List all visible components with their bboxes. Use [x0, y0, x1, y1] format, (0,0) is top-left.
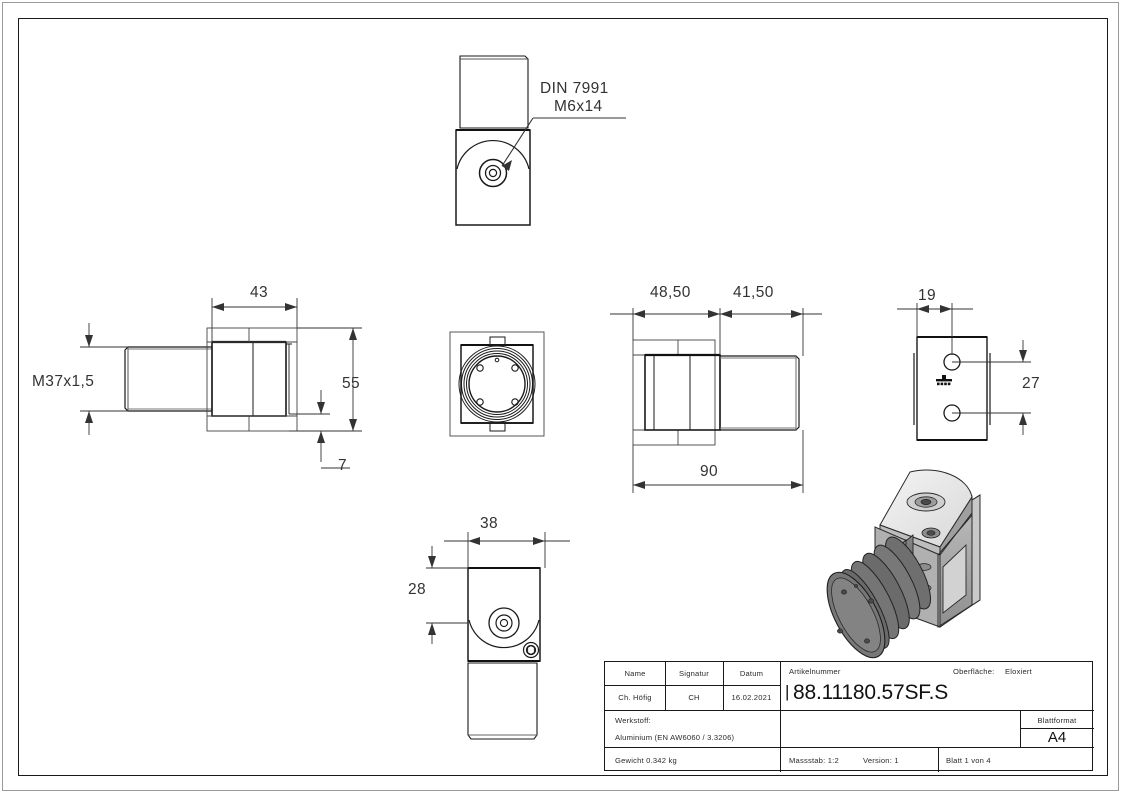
dim-55: 55 — [342, 375, 361, 392]
view-top — [430, 40, 680, 240]
dim-27: 27 — [1022, 375, 1041, 392]
label-oberflaeche: Oberfläche: — [953, 666, 995, 676]
view-bottom — [400, 510, 600, 770]
th-name: Name — [624, 669, 646, 678]
leader-arrow — [502, 160, 512, 171]
value-werkstoff: Aluminium (EN AW6060 / 3.3206) — [615, 732, 735, 742]
td-signatur: CH — [688, 693, 700, 702]
dim-7: 7 — [338, 457, 348, 474]
value-blattformat: A4 — [1047, 729, 1067, 746]
dim-38: 38 — [480, 515, 499, 532]
view-right-plate — [895, 285, 1070, 460]
td-name: Ch. Höfig — [618, 693, 652, 702]
manufacturer-stamp-icon — [935, 375, 953, 388]
view-left-side — [40, 290, 380, 500]
label-artikelnummer: Artikelnummer — [789, 666, 841, 676]
dim-41-50: 41,50 — [733, 284, 774, 301]
label-blattformat: Blattformat — [1037, 715, 1077, 725]
artikelnummer-value: 88.11180.57SF.S — [793, 681, 949, 704]
screw-callout-line1: DIN 7991 — [540, 80, 609, 97]
dim-thread-m37: M37x1,5 — [32, 373, 95, 390]
dim-28: 28 — [408, 581, 427, 598]
label-werkstoff: Werkstoff: — [615, 715, 651, 725]
view-front-side — [600, 288, 830, 508]
drawing-frame — [18, 18, 1108, 776]
dim-43: 43 — [250, 284, 269, 301]
value-oberflaeche: Eloxiert — [1005, 666, 1032, 676]
screw-callout-line2: M6x14 — [554, 97, 603, 115]
screw-callout: DIN 7991 M6x14 — [540, 80, 670, 116]
dim-48-50: 48,50 — [650, 284, 691, 301]
th-datum: Datum — [739, 669, 764, 678]
dim-90: 90 — [700, 463, 719, 480]
value-gewicht: Gewicht 0.342 kg — [615, 755, 677, 765]
view-front-circular — [432, 312, 572, 452]
artikelnummer-tick: | — [785, 682, 790, 701]
dim-19: 19 — [918, 287, 937, 304]
value-version: Version: 1 — [863, 755, 899, 765]
value-massstab: Massstab: 1:2 — [789, 755, 839, 765]
title-block: Name Signatur Datum Ch. Höfig CH 16.02.2… — [604, 661, 1094, 772]
view-isometric-3d — [820, 455, 1055, 665]
value-blatt: Blatt 1 von 4 — [946, 755, 991, 765]
td-datum: 16.02.2021 — [731, 693, 772, 702]
th-signatur: Signatur — [679, 669, 709, 678]
